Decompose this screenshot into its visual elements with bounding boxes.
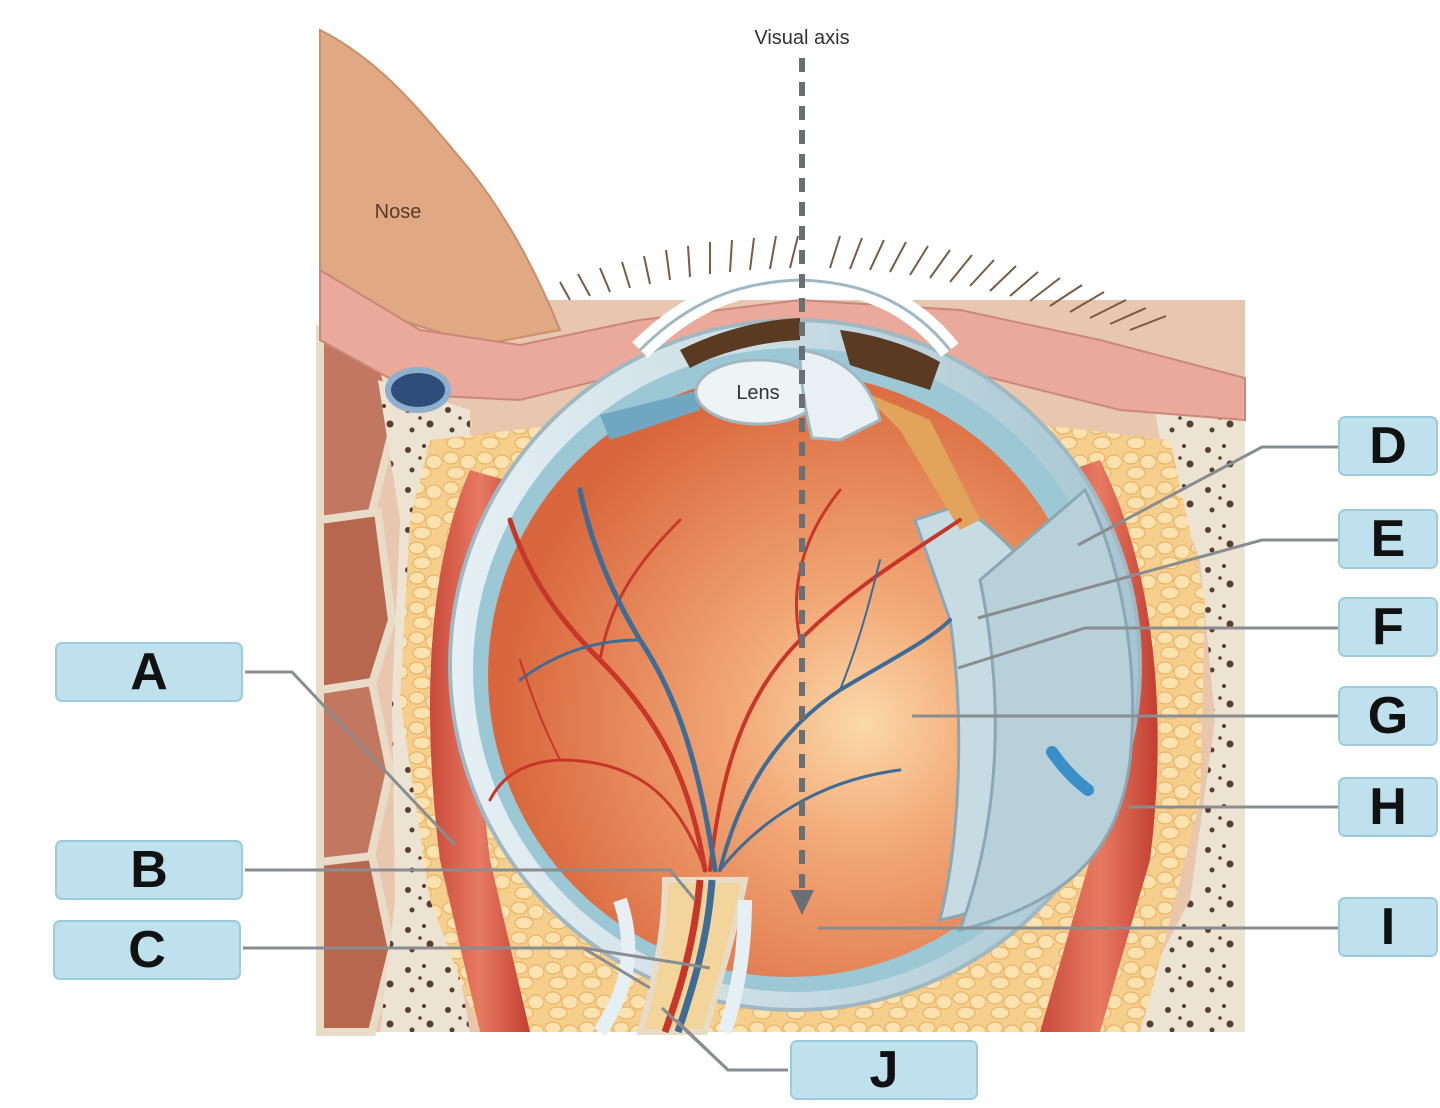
nose [319, 28, 562, 347]
leader-line-f [957, 626, 1338, 670]
label-box-i: I [1338, 897, 1438, 957]
label-box-h: H [1338, 777, 1438, 837]
ciliary-body-left [600, 390, 700, 440]
optic-nerve-sheath-left [594, 897, 636, 1036]
visual-axis-arrow [790, 890, 814, 915]
vortex-vein [1046, 746, 1094, 796]
leader-line-d [1077, 445, 1338, 547]
label-box-b: B [55, 840, 243, 900]
leader-lines [243, 445, 1338, 1072]
label-box-f: F [1338, 597, 1438, 657]
visual-axis-label: Visual axis [754, 27, 849, 49]
label-box-d: D [1338, 416, 1438, 476]
nose-label: Nose [375, 201, 422, 223]
ciliary-body-right [860, 390, 980, 530]
sinus-cells [316, 324, 400, 1036]
label-box-g: G [1338, 686, 1438, 746]
label-box-c: C [53, 920, 241, 980]
label-box-j: J [790, 1040, 978, 1100]
lateral-orbital-bone [1120, 380, 1245, 1032]
leader-line-a [245, 670, 457, 847]
label-box-a: A [55, 642, 243, 702]
leader-line-j [674, 1018, 730, 1072]
optic-nerve [636, 877, 749, 1035]
leader-line-c [582, 946, 711, 970]
optic-nerve-sheath-right [718, 899, 752, 1035]
eyelashes [559, 235, 1167, 331]
iris-right [840, 330, 940, 390]
label-box-e: E [1338, 509, 1438, 569]
leader-line-e [977, 538, 1338, 620]
central-vein [674, 879, 716, 1034]
cut-outer-layer [957, 487, 1135, 933]
lens-label: Lens [736, 382, 779, 404]
lacrimal-duct [385, 367, 451, 413]
leader-line-b [245, 868, 697, 901]
iris-left [680, 318, 800, 368]
